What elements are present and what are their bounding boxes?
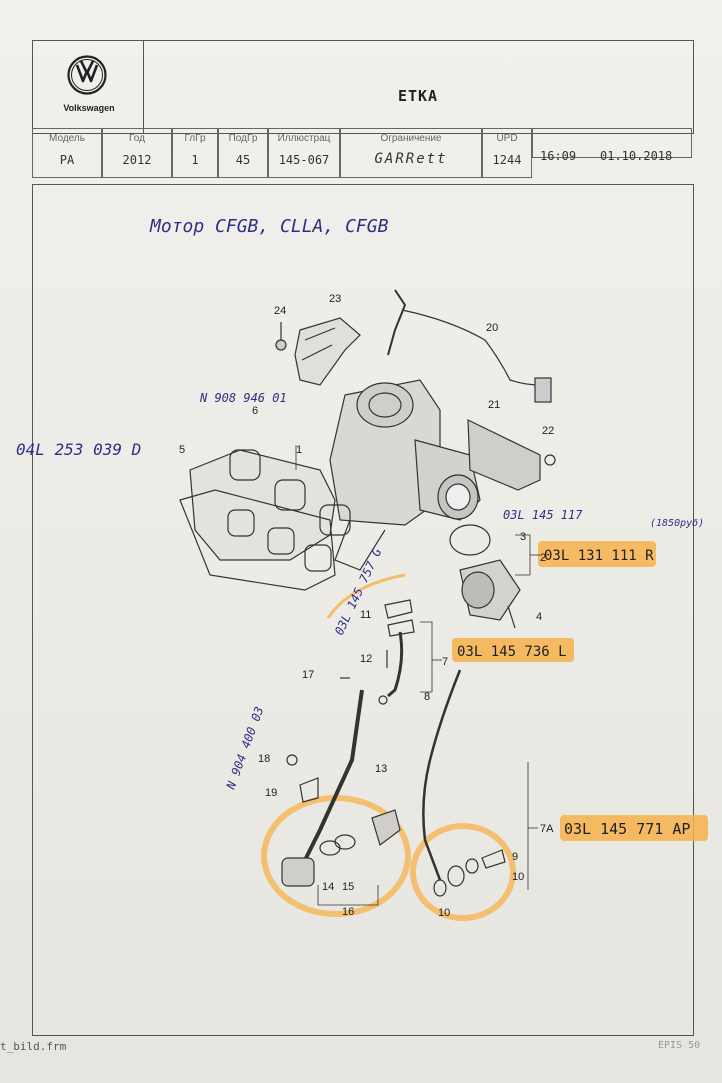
label-2: 2	[540, 552, 546, 564]
upd-cell: UPD 1244	[482, 128, 532, 178]
group-value: 1	[191, 153, 199, 167]
label-19: 19	[265, 787, 277, 799]
note-bolt: N 908 946 01	[199, 391, 287, 405]
label-22: 22	[542, 425, 554, 437]
subgroup-value: 45	[235, 153, 251, 167]
label-10a: 10	[512, 871, 524, 883]
outlet-elbow	[449, 524, 521, 629]
note-bolt-13: N 904 400 03	[223, 705, 266, 792]
subgroup-cell: ПодГр 45	[218, 128, 268, 178]
label-7a: 7A	[540, 823, 554, 835]
group-cell: ГлГр 1	[172, 128, 218, 178]
app-title: ETKA	[397, 87, 439, 105]
note-manifold: 04L 253 039 D	[16, 440, 141, 459]
vw-logo-icon	[67, 55, 107, 95]
exhaust-manifold	[179, 449, 351, 591]
print-time: 16:09	[540, 149, 577, 163]
year-value: 2012	[122, 153, 152, 167]
label-7: 7	[442, 656, 448, 668]
header-box: Volkswagen ETKA	[32, 40, 694, 134]
label-14: 14	[322, 881, 334, 893]
restriction-value: GARRett	[374, 151, 448, 167]
highlight-marks	[261, 541, 708, 921]
label-12: 12	[360, 653, 372, 665]
info-row: Модель PA Год 2012 ГлГр 1 ПодГр 45 Иллюс…	[32, 128, 692, 178]
logo-cell: Volkswagen	[33, 41, 144, 133]
label-16: 16	[342, 906, 354, 918]
illus-cell: Иллюстрац 145-067	[268, 128, 340, 178]
label-17: 17	[302, 669, 314, 681]
handwritten-notes: Мотор CFGB, CLLA, CFGB 04L 253 039 D N 9…	[16, 216, 704, 838]
upd-value: 1244	[492, 153, 522, 167]
label-3: 3	[520, 531, 526, 543]
note-price: (1850руб)	[650, 517, 704, 529]
label-1: 1	[296, 444, 302, 456]
note-pipe: 03L 145 736 L	[457, 644, 567, 660]
model-cell: Модель PA	[32, 128, 102, 178]
label-18: 18	[258, 753, 270, 765]
year-cell: Год 2012	[102, 128, 172, 178]
subgroup-label: ПодГр	[228, 133, 258, 144]
turbocharger	[329, 379, 481, 571]
restriction-cell: Ограничение GARRett	[340, 128, 482, 178]
datetime-cell	[532, 128, 692, 158]
oil-return-pipe	[281, 677, 506, 897]
label-10b: 10	[438, 907, 450, 919]
engine-note: Мотор CFGB, CLLA, CFGB	[149, 216, 389, 237]
note-pipe-7a: 03L 145 771 AP	[564, 820, 690, 838]
callout-lines	[295, 445, 540, 906]
exhaust-sensor	[387, 289, 552, 403]
label-9: 9	[512, 851, 518, 863]
label-11: 11	[360, 609, 371, 621]
label-24: 24	[274, 305, 286, 317]
label-23: 23	[329, 293, 341, 305]
label-21: 21	[488, 399, 500, 411]
footer-epis: EPIS 50	[658, 1040, 701, 1051]
group-label: ГлГр	[184, 133, 206, 144]
note-elbow: 03L 131 111 R	[544, 548, 654, 564]
label-20: 20	[486, 322, 498, 334]
diagram-frame	[32, 184, 694, 1036]
part-labels: 23 24 20 21 22 6 5 1 3 2 4 11 12 7 17 8 …	[179, 293, 554, 919]
model-value: PA	[59, 153, 75, 167]
note-pipe-vert: 03L 145 757 G	[332, 546, 384, 637]
model-label: Модель	[49, 133, 85, 144]
label-8: 8	[424, 691, 430, 703]
illus-value: 145-067	[278, 153, 330, 167]
bracket	[467, 419, 556, 491]
illus-label: Иллюстрац	[277, 133, 331, 144]
brand-name: Volkswagen	[63, 103, 115, 113]
label-15: 15	[342, 881, 354, 893]
print-date: 01.10.2018	[600, 149, 673, 163]
heat-shield	[275, 317, 361, 386]
label-5: 5	[179, 444, 185, 456]
label-6: 6	[252, 405, 258, 417]
year-label: Год	[129, 133, 145, 144]
oil-pipe-assembly	[378, 599, 462, 881]
restriction-label: Ограничение	[380, 133, 442, 144]
label-4: 4	[536, 611, 542, 623]
upd-label: UPD	[496, 133, 518, 144]
footer-form: t_bild.frm	[0, 1040, 67, 1053]
label-13: 13	[375, 763, 387, 775]
note-ring: 03L 145 117	[503, 508, 583, 522]
